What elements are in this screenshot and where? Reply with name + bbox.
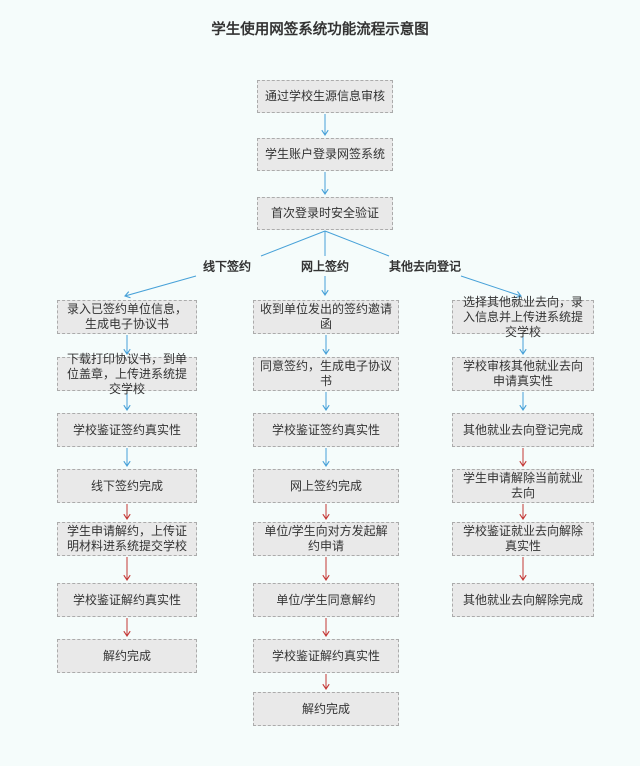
flow-step: 其他就业去向登记完成 <box>452 413 594 447</box>
flow-step: 学生申请解约，上传证明材料进系统提交学校 <box>57 522 197 556</box>
flow-step: 下载打印协议书，到单位盖章，上传进系统提交学校 <box>57 352 197 396</box>
branch-arrow <box>124 275 197 299</box>
flow-step: 学校审核其他就业去向申请真实性 <box>452 357 594 391</box>
flow-step: 网上签约完成 <box>253 469 399 503</box>
branch-line <box>260 230 326 257</box>
flow-step-top-2: 首次登录时安全验证 <box>257 197 393 230</box>
diagram-title: 学生使用网签系统功能流程示意图 <box>211 22 429 38</box>
branch-arrow <box>460 275 522 299</box>
flow-step: 学校鉴证签约真实性 <box>57 413 197 447</box>
flow-step: 线下签约完成 <box>57 469 197 503</box>
flow-step: 录入已签约单位信息，生成电子协议书 <box>57 300 197 334</box>
branch-label-2: 其他去向登记 <box>388 259 462 274</box>
flow-step: 单位/学生同意解约 <box>253 583 399 617</box>
flow-step: 同意签约，生成电子协议书 <box>253 357 399 391</box>
branch-line <box>324 230 390 257</box>
flow-step: 学校鉴证就业去向解除真实性 <box>452 522 594 556</box>
flow-step: 其他就业去向解除完成 <box>452 583 594 617</box>
flow-step: 学校鉴证解约真实性 <box>57 583 197 617</box>
flow-step: 选择其他就业去向，录入信息并上传进系统提交学校 <box>452 295 594 339</box>
branch-label-0: 线下签约 <box>202 259 252 274</box>
flow-step: 学校鉴证签约真实性 <box>253 413 399 447</box>
flow-step-top-1: 学生账户登录网签系统 <box>257 138 393 171</box>
flow-step: 解约完成 <box>57 639 197 673</box>
flow-step: 学生申请解除当前就业去向 <box>452 469 594 503</box>
flow-step: 单位/学生向对方发起解约申请 <box>253 522 399 556</box>
flow-step-top-0: 通过学校生源信息审核 <box>257 80 393 113</box>
flow-step: 学校鉴证解约真实性 <box>253 639 399 673</box>
flow-step: 解约完成 <box>253 692 399 726</box>
branch-label-1: 网上签约 <box>300 259 350 274</box>
flow-step: 收到单位发出的签约邀请函 <box>253 300 399 334</box>
